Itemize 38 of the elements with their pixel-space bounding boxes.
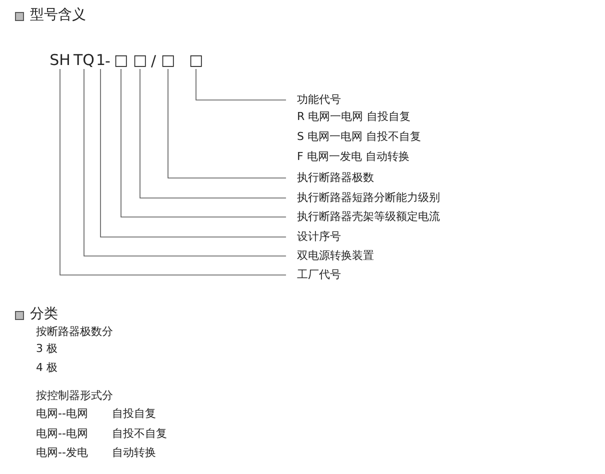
leader-line	[120, 68, 286, 218]
text-line: 电网--电网	[36, 427, 88, 441]
text-line: 4 极	[36, 361, 58, 375]
code-character: □	[133, 52, 147, 69]
text-line: 按断路器极数分	[36, 325, 113, 339]
code-meaning-label: 执行断路器短路分断能力级别	[286, 191, 440, 205]
code-character: □	[189, 52, 203, 69]
text-line: 按控制器形式分	[36, 389, 113, 403]
leader-line	[100, 68, 286, 238]
code-meaning-label: 设计序号	[286, 230, 341, 244]
text-line: 自动转换	[112, 446, 156, 460]
leader-line	[60, 68, 286, 276]
text-line: 自投不自复	[112, 427, 167, 441]
code-character: 1	[96, 52, 105, 69]
code-separator: /	[151, 52, 156, 70]
code-character: □	[114, 52, 128, 69]
leader-line	[140, 68, 286, 198]
text-line: 3 极	[36, 342, 58, 356]
code-meaning-label: 功能代号	[286, 93, 341, 107]
code-separator: -	[105, 52, 110, 70]
code-meaning-label: 执行断路器极数	[286, 171, 374, 185]
text-line: 电网--发电	[36, 446, 88, 460]
code-meaning-label: 执行断路器壳架等级额定电流	[286, 210, 440, 224]
leader-line	[84, 68, 286, 256]
section-heading: 型号含义	[30, 7, 86, 24]
text-line: 自投自复	[112, 407, 156, 421]
section-heading: 分类	[30, 306, 58, 323]
code-character: SH	[48, 52, 72, 69]
text-line: R 电网一电网 自投自复	[297, 110, 411, 124]
text-line: 电网--电网	[36, 407, 88, 421]
code-character: TQ	[72, 52, 96, 69]
code-meaning-label: 工厂代号	[286, 268, 341, 282]
leader-line	[196, 68, 286, 100]
code-character: □	[161, 52, 175, 69]
text-line: S 电网一电网 自投不自复	[297, 130, 421, 144]
leader-line	[168, 68, 286, 178]
code-meaning-label: 双电源转换装置	[286, 249, 374, 263]
text-line: F 电网一发电 自动转换	[297, 150, 410, 164]
